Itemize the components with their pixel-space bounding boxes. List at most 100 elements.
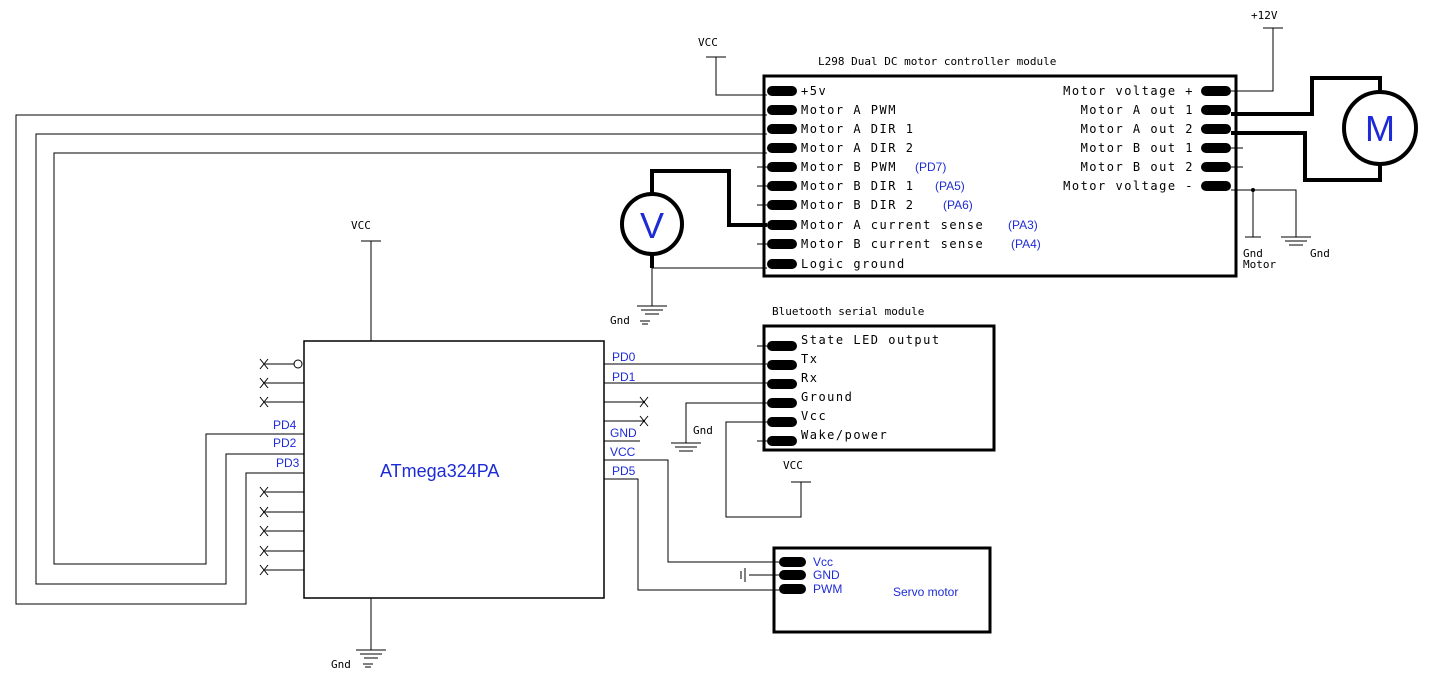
gnd-motor-label: Motor [1243,258,1276,271]
servo-name: Servo motor [893,585,958,599]
mcu-pin-label: PD0 [612,350,636,364]
l298-pin [1201,86,1231,96]
l298-pin [767,105,797,115]
gnd-label: Gnd [1243,247,1263,260]
bluetooth-pin [767,341,797,351]
servo-body [772,546,992,634]
servo-pin-label: PWM [813,582,842,596]
servo-pin-label: GND [813,568,840,582]
l298-port-annotations: (PD7) (PA5) (PA6) (PA3) (PA4) [915,160,1041,251]
l298-pin-label: Motor B out 2 [1081,160,1194,174]
uart-wires [604,363,767,384]
l298-pin-label: Logic ground [801,257,906,271]
l298-pin [1201,181,1231,191]
l298-pin [1201,124,1231,134]
l298-body [762,74,1238,278]
l298-pin-label: Motor A PWM [801,103,897,117]
l298-pin-label: Motor B current sense [801,237,984,251]
bluetooth-body [762,324,996,452]
l298-pin [767,162,797,172]
port-annotation: (PA4) [1011,237,1041,251]
l298-pin [1201,162,1231,172]
bluetooth-pin-label: Vcc [801,409,827,423]
l298-pin [767,143,797,153]
servo-pin-label: Vcc [813,555,833,569]
motor-ground: Gnd Motor Gnd [1231,188,1330,271]
bluetooth-pin [767,379,797,389]
mcu-chip: ATmega324PA VCC Gnd [259,219,649,671]
l298-pin [767,239,797,249]
mcu-pin-label: GND [610,426,637,440]
v12-supply: +12V [1231,9,1283,92]
bluetooth-pin-label: Wake/power [801,428,888,442]
port-annotation: (PA3) [1008,218,1038,232]
l298-left-pins [767,86,797,269]
l298-pin-label: +5v [801,84,827,98]
l298-right-pins [1201,86,1231,191]
bluetooth-pin-label: State LED output [801,333,941,347]
bluetooth-pin [767,436,797,446]
l298-pin [767,259,797,269]
l298-pin [767,124,797,134]
l298-pin-label: Motor voltage + [1063,84,1194,98]
mcu-name: ATmega324PA [380,461,499,481]
bluetooth-pin-label: Tx [801,352,818,366]
l298-title: L298 Dual DC motor controller module [818,55,1056,68]
vcc-label: VCC [698,36,718,49]
servo-module: Vcc GND PWM Servo motor [772,546,992,634]
l298-pin-label: Motor voltage - [1063,179,1194,193]
mcu-pin-label: PD2 [273,436,297,450]
l298-module: L298 Dual DC motor controller module +5v… [757,55,1243,278]
l298-pin [1201,143,1231,153]
dc-motor: M [1231,76,1418,182]
servo-pin [779,570,806,580]
vcc-label: VCC [351,219,371,232]
bluetooth-module: Bluetooth serial module State LED output… [757,305,996,452]
voltmeter: V Gnd [610,169,767,327]
l298-pin-label: Motor A DIR 1 [801,122,914,136]
l298-pin [767,181,797,191]
l298-pin [1201,105,1231,115]
bluetooth-pin-label: Rx [801,371,818,385]
l298-pin-label: Motor B DIR 1 [801,179,914,193]
mcu-pin-label: PD1 [612,370,636,384]
bluetooth-vcc: VCC [725,421,811,518]
l298-pin-label: Motor B PWM [801,160,897,174]
l298-left-stubs [757,147,1243,245]
mcu-nc-pins-left [259,358,304,576]
mcu-pin-label: PD3 [276,456,300,470]
l298-pin-label: Motor B out 1 [1081,141,1194,155]
motor-control-wires [15,114,767,605]
bluetooth-pin [767,360,797,370]
mcu-pin-label: PD4 [273,418,297,432]
mcu-pin-label: PD5 [612,464,636,478]
gnd-label: Gnd [693,424,713,437]
motor-letter: M [1365,108,1395,149]
l298-left-labels: +5v Motor A PWM Motor A DIR 1 Motor A DI… [801,84,984,271]
vcc-l298: VCC [698,36,767,96]
l298-pin-label: Motor A out 1 [1081,103,1194,117]
motor-icon [1342,90,1418,166]
servo-pin [779,584,806,594]
voltmeter-letter: V [640,205,664,246]
bluetooth-ground: Gnd [671,402,767,452]
l298-pin [767,86,797,96]
gnd-label: Gnd [331,658,351,671]
port-annotation: (PD7) [915,160,946,174]
gnd-label: Gnd [610,314,630,327]
l298-pin-label: Motor A DIR 2 [801,141,914,155]
mcu-pin-label: VCC [610,445,636,459]
mcu-body [303,340,605,599]
gnd-label: Gnd [1310,247,1330,260]
v12-label: +12V [1251,9,1278,22]
l298-right-labels: Motor voltage + Motor A out 1 Motor A ou… [1063,84,1194,193]
servo-pin [779,557,806,567]
l298-pin-label: Motor B DIR 2 [801,198,914,212]
vcc-label: VCC [783,459,803,472]
port-annotation: (PA6) [943,198,973,212]
bluetooth-pin [767,417,797,427]
l298-pin [767,200,797,210]
bluetooth-pin [767,398,797,408]
l298-pin [767,220,797,230]
